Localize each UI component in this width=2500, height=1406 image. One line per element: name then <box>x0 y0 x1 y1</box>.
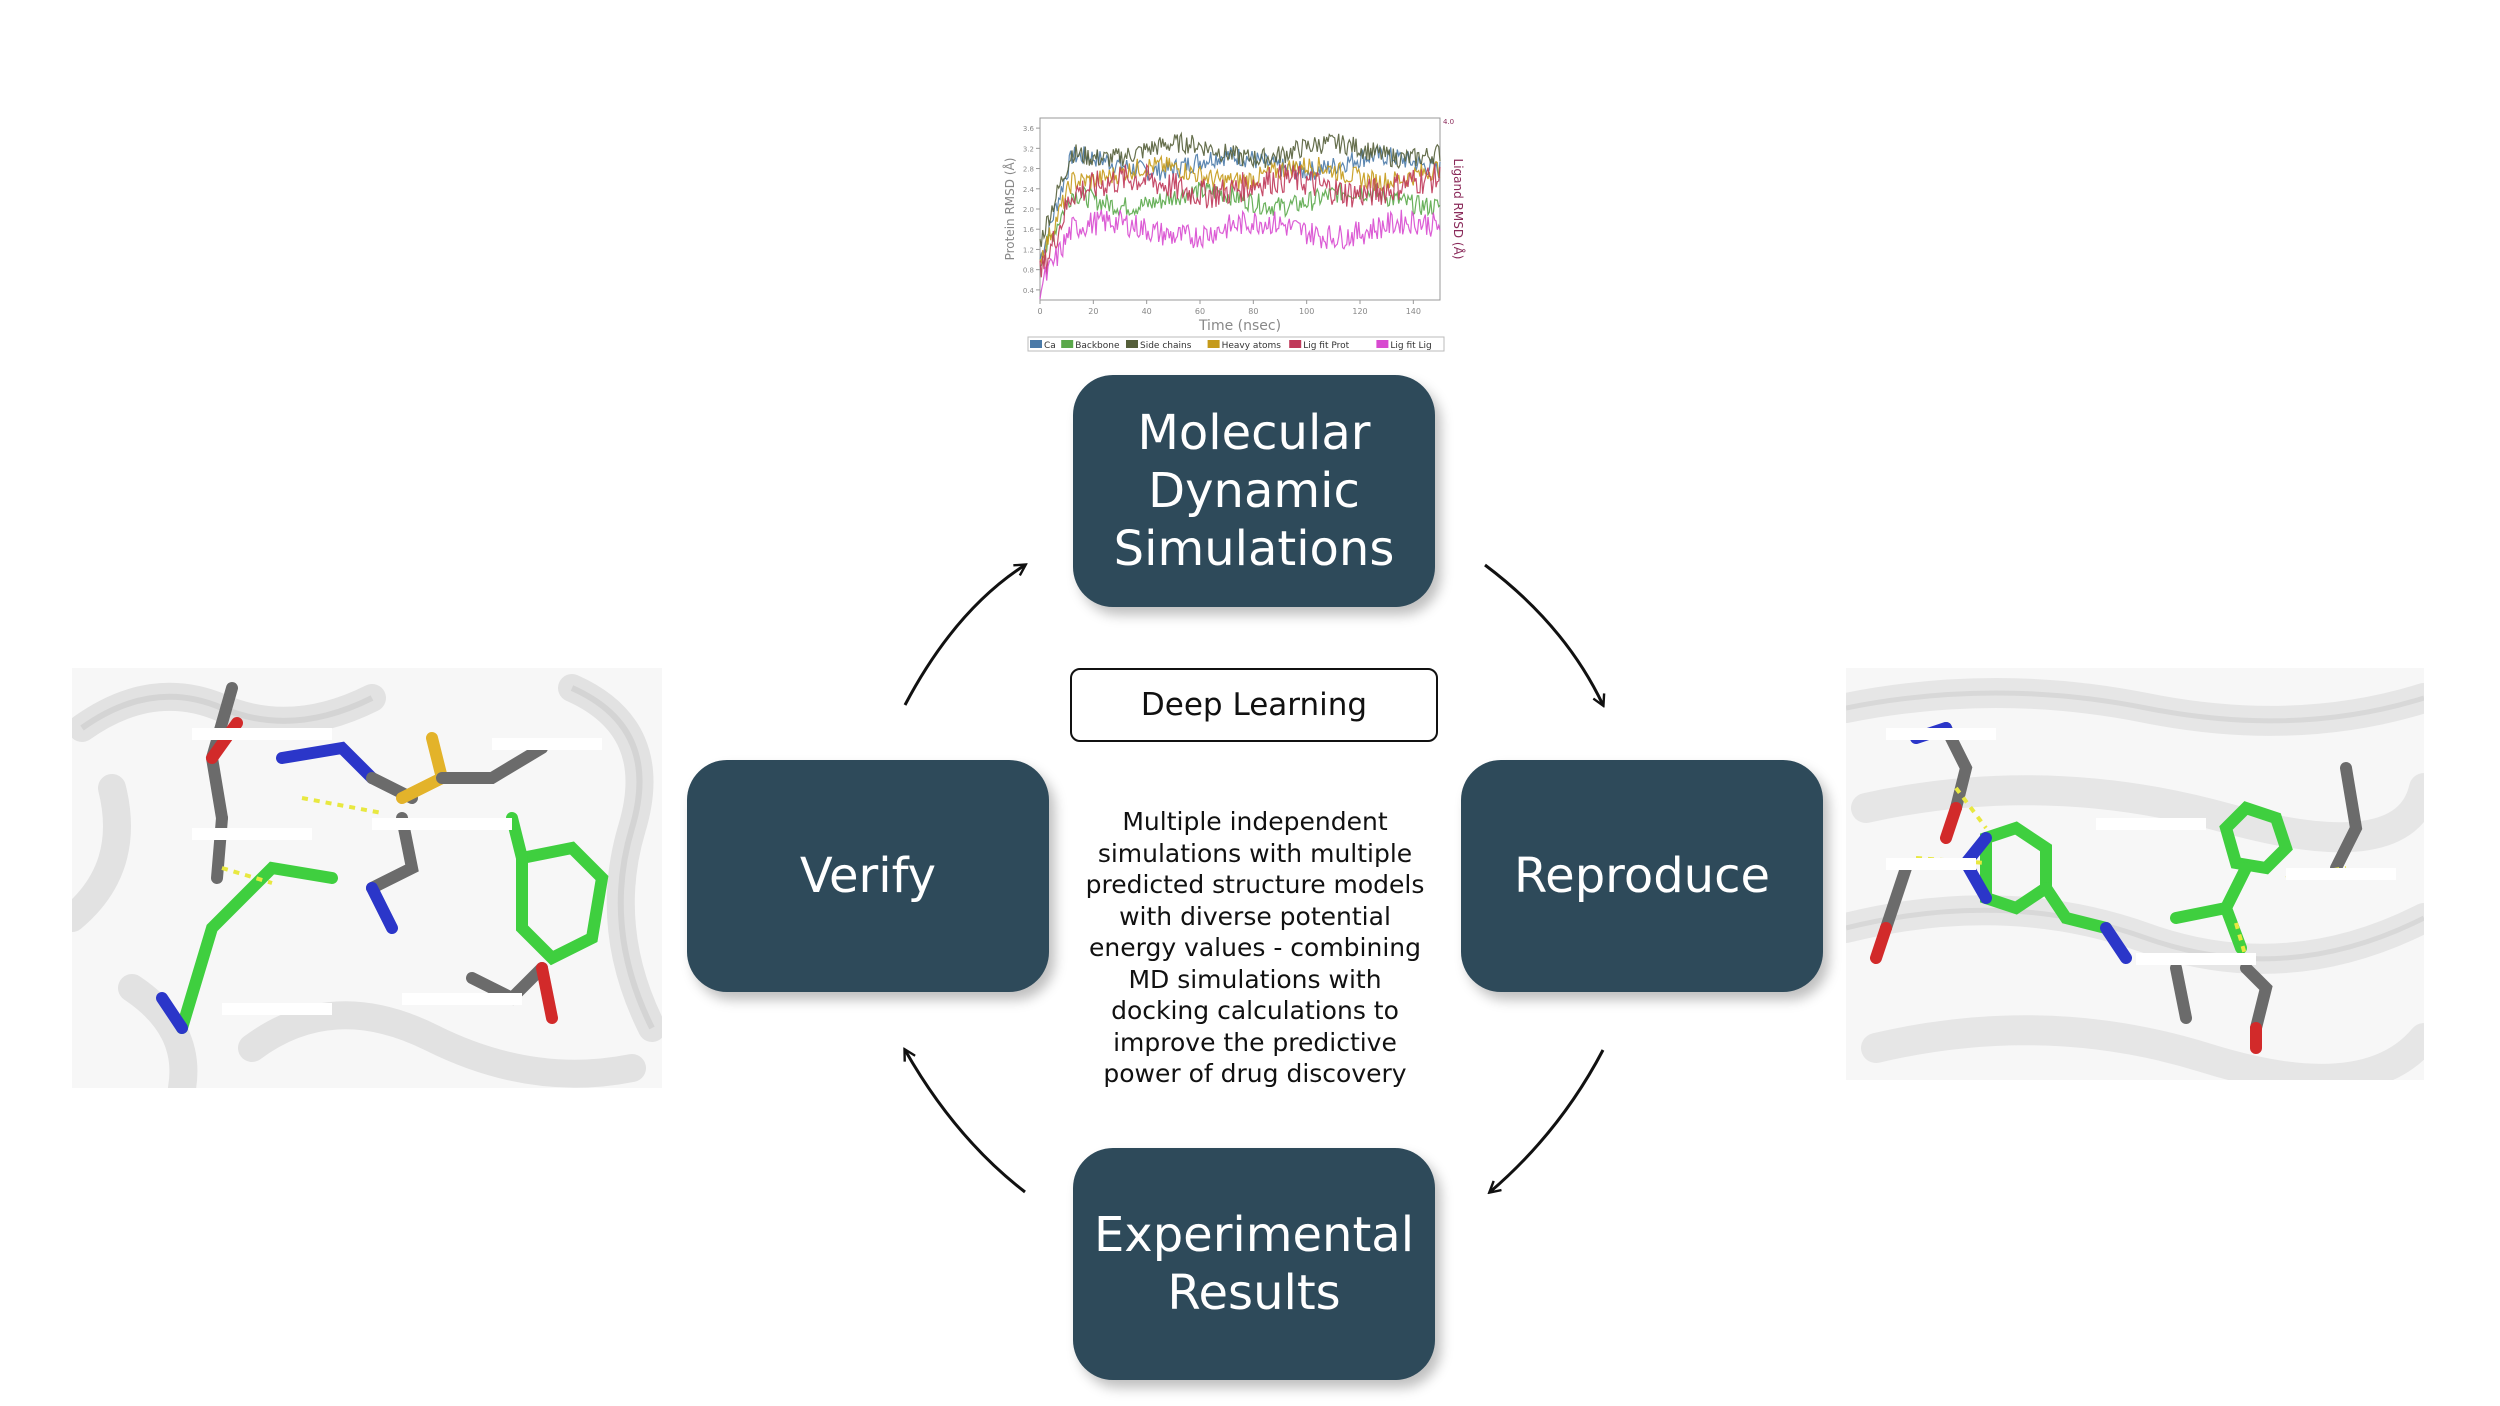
x-tick-label: 60 <box>1195 307 1205 316</box>
chart-plot-area <box>1039 117 1441 301</box>
deep-learning-box: Deep Learning <box>1070 668 1438 742</box>
series-line-side-chains <box>1039 131 1441 247</box>
node-verify: Verify <box>687 760 1049 992</box>
arrow-md-to-reproduce <box>1484 563 1603 705</box>
legend-swatch <box>1289 340 1302 348</box>
x-tick-label: 120 <box>1352 307 1367 316</box>
rmsd-chart: 0 20 40 60 80 100 120 140 0.4 0.8 1.2 1.6 2.0 2.4 2.8 3… <box>990 108 1470 358</box>
legend-label: Lig fit Lig <box>1390 341 1431 351</box>
arrow-reproduce-to-experimental <box>1490 1049 1605 1192</box>
y-tick-label: 2.8 <box>1023 166 1034 174</box>
rmsd-chart-svg: 0 20 40 60 80 100 120 140 0.4 0.8 1.2 1.6 2.0 2.4 2.8 3… <box>1002 117 1466 352</box>
y2-axis-label: Ligand RMSD (Å) <box>1451 159 1466 260</box>
legend-swatch <box>1030 340 1042 348</box>
arrow-verify-to-md <box>903 565 1025 706</box>
legend-swatch <box>1126 340 1138 348</box>
node-reproduce: Reproduce <box>1461 760 1823 992</box>
legend-label: Lig fit Prot <box>1303 341 1349 351</box>
legend-swatch <box>1207 340 1220 348</box>
center-description: Multiple independent simulations with mu… <box>1085 807 1425 1088</box>
molecule-left-drawing <box>72 674 662 1088</box>
legend-swatch <box>1061 340 1074 348</box>
series-line-heavy-atoms <box>1039 154 1441 265</box>
x-tick-label: 140 <box>1406 307 1421 316</box>
y-axis-label: Protein RMSD (Å) <box>1002 158 1017 261</box>
series-line-lig-fit-prot <box>1039 163 1441 278</box>
legend-label: Heavy atoms <box>1222 341 1282 351</box>
y-tick-label: 0.4 <box>1023 287 1035 295</box>
y-tick-label: 0.8 <box>1023 267 1034 275</box>
legend-label: Ca <box>1044 341 1056 351</box>
y-tick-label: 1.6 <box>1023 226 1035 234</box>
y-tick-label: 2.4 <box>1023 186 1035 194</box>
molecule-image-right <box>1846 668 2424 1080</box>
y-tick-label: 3.2 <box>1023 145 1034 153</box>
legend-swatch <box>1376 340 1389 348</box>
node-experimental-results: Experimental Results <box>1073 1148 1435 1380</box>
legend-label: Side chains <box>1140 341 1192 351</box>
y-tick-label: 3.6 <box>1023 125 1035 133</box>
y-tick-label: 1.2 <box>1023 246 1034 254</box>
series-line-lig-fit-lig <box>1039 209 1441 299</box>
x-axis-label: Time (nsec) <box>1198 318 1281 334</box>
x-tick-label: 0 <box>1037 307 1042 316</box>
x-tick-label: 80 <box>1248 307 1258 316</box>
x-tick-label: 20 <box>1088 307 1098 316</box>
node-molecular-dynamic-simulations: Molecular Dynamic Simulations <box>1073 375 1435 607</box>
x-tick-label: 100 <box>1299 307 1314 316</box>
arrow-experimental-to-verify <box>905 1050 1026 1194</box>
x-tick-label: 40 <box>1142 307 1152 316</box>
legend-label: Backbone <box>1075 341 1120 351</box>
molecule-image-left <box>72 668 662 1088</box>
series-line-ca <box>1039 144 1441 260</box>
y2-tick-label: 4.0 <box>1443 118 1454 126</box>
molecule-right-drawing <box>1846 678 2424 1080</box>
y-tick-label: 2.0 <box>1023 206 1034 214</box>
